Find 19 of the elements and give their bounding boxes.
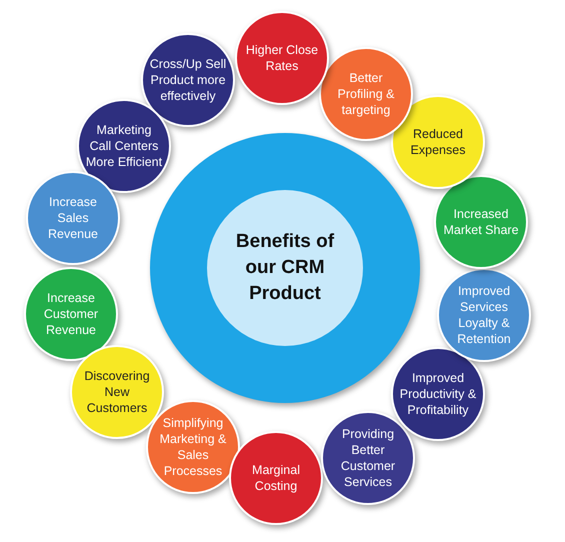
benefit-circle <box>235 11 329 105</box>
benefit-label: Increase Sales Revenue <box>46 194 100 242</box>
benefit-circle <box>437 268 531 362</box>
hub-title: Benefits of our CRM Product <box>234 230 336 306</box>
benefit-label: Higher Close Rates <box>244 42 320 74</box>
benefit-label: Improved Services Loyalty & Retention <box>456 283 512 347</box>
benefit-label: Increased Market Share <box>442 206 520 238</box>
benefit-circle <box>229 431 323 525</box>
benefit-label: Better Profiling & targeting <box>336 70 396 118</box>
benefit-label: Reduced Expenses <box>410 126 466 158</box>
benefit-label: Improved Productivity & Profitability <box>398 370 478 418</box>
benefit-label: Providing Better Customer Services <box>340 426 396 490</box>
benefit-label: Discovering New Customers <box>83 368 151 416</box>
benefit-label: Marginal Costing <box>251 462 301 494</box>
benefit-label: Simplifying Marketing & Sales Processes <box>158 415 228 479</box>
benefit-circle <box>146 400 240 494</box>
benefit-label: Cross/Up Sell Product more effectively <box>148 56 228 104</box>
benefit-label: Increase Customer Revenue <box>42 290 100 338</box>
benefit-label: Marketing Call Centers More Efficient <box>84 122 164 170</box>
